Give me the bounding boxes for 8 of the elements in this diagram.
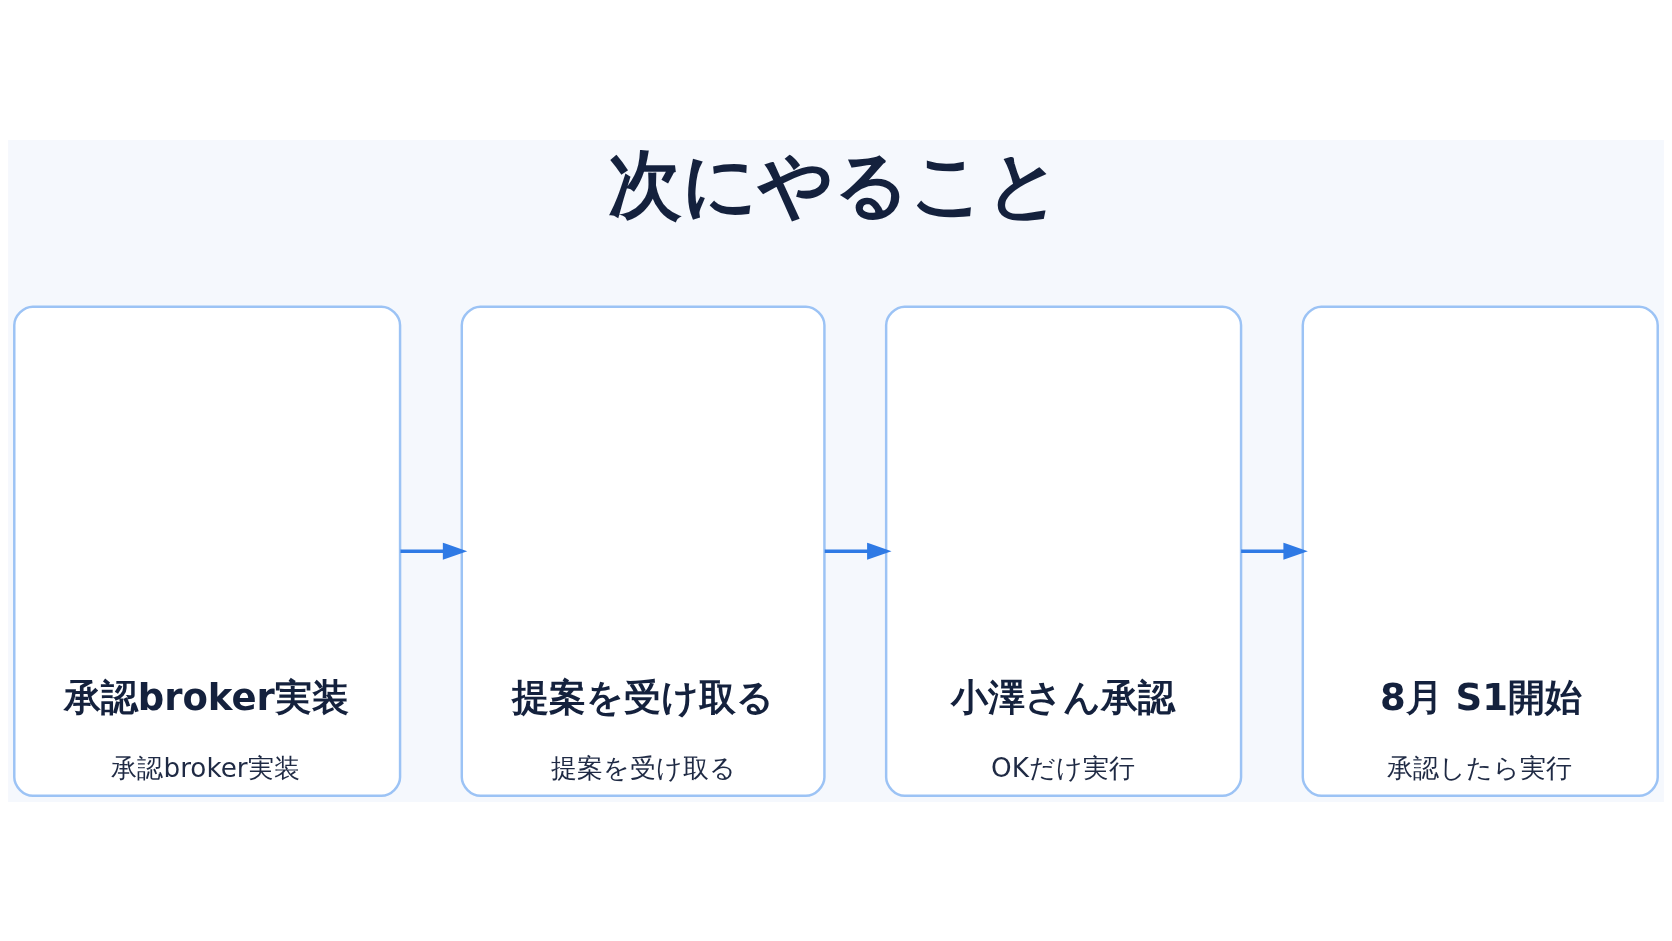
node-box: 提案を受け取る 提案を受け取る [460,304,826,797]
arrow [824,542,892,560]
arrow [1241,542,1308,560]
node-box: 小澤さん承認 OKだけ実行 [884,304,1243,797]
arrow [400,542,468,560]
node-box: 8月 S1開始 承認したら実行 [1301,304,1659,797]
diagram-title: 次にやること [607,140,1062,227]
node-box: 承認broker実装 承認broker実装 [13,304,402,797]
